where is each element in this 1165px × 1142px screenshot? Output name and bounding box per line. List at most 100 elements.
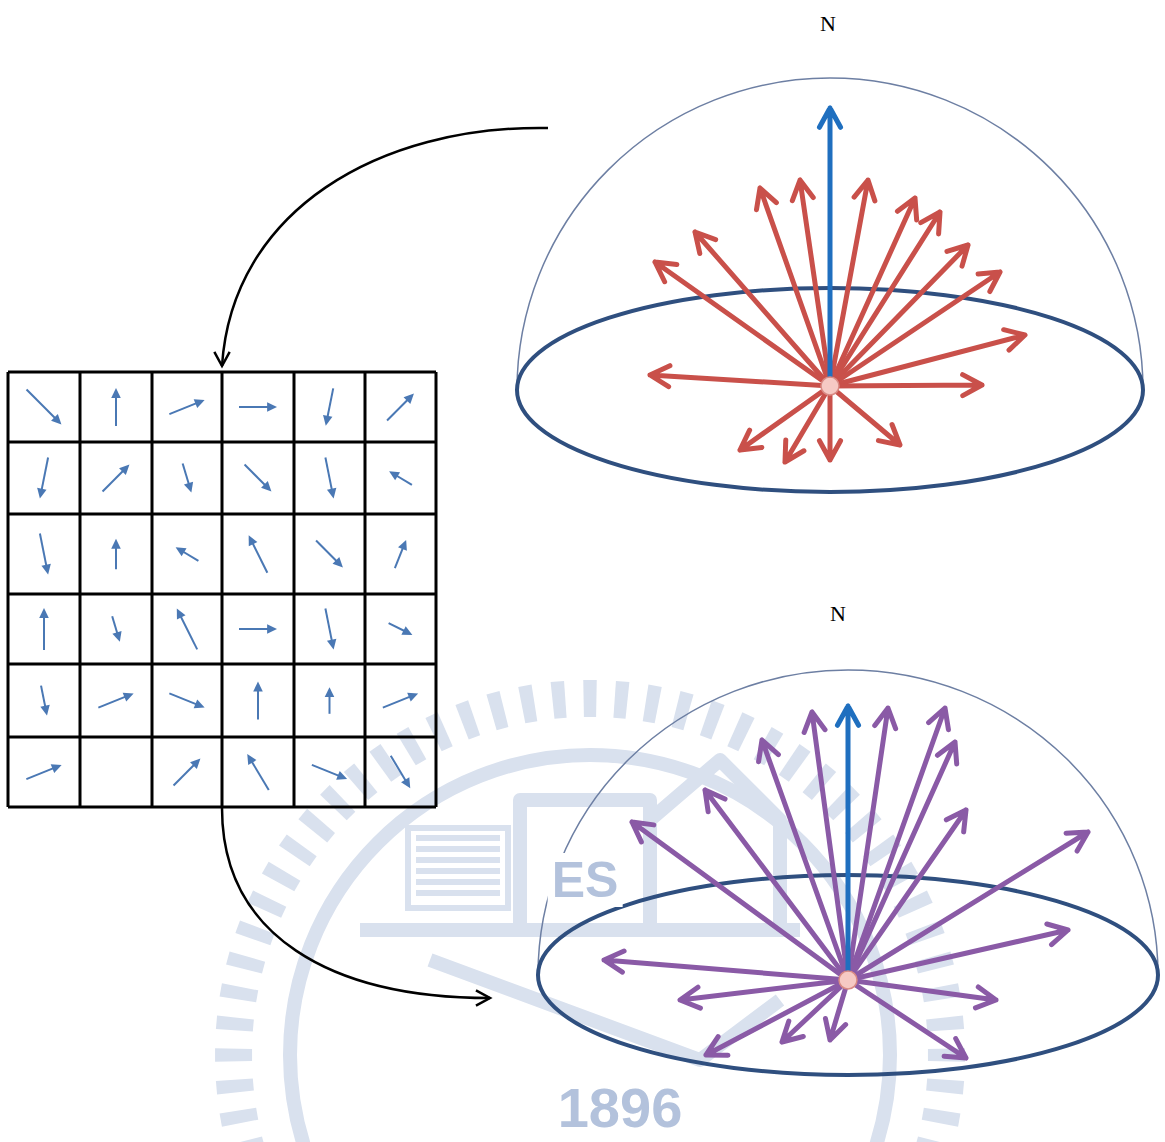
- vector-shaft: [327, 388, 333, 419]
- logo-ring-dash: [551, 681, 567, 719]
- logo-stripe: [416, 890, 500, 896]
- logo-ring-dash: [518, 685, 537, 724]
- direction-arrow: [830, 375, 982, 396]
- direction-arrow: [848, 980, 966, 1058]
- direction-arrow: [792, 180, 830, 386]
- grid-line: [79, 372, 82, 807]
- vector-shaft: [245, 465, 268, 488]
- origin-point: [821, 377, 839, 395]
- vector-shaft: [316, 541, 339, 564]
- vector-head: [401, 626, 412, 635]
- logo-ring-dash: [583, 680, 597, 717]
- logo-ring-dash: [226, 951, 265, 973]
- direction-arrow: [804, 712, 848, 980]
- logo-stripe: [416, 857, 500, 863]
- vector-head: [184, 482, 193, 493]
- logo-ring-dash: [220, 1108, 259, 1127]
- direction-arrow: [604, 951, 848, 980]
- vector-shaft: [115, 394, 117, 426]
- vector-head: [111, 539, 121, 549]
- vector-head: [112, 631, 121, 642]
- vector-shaft: [169, 402, 199, 414]
- vector-shaft: [98, 696, 128, 708]
- logo-ring-dash: [344, 763, 378, 800]
- origin-point: [839, 971, 857, 989]
- grid-line: [8, 441, 436, 444]
- logo-stripe: [416, 879, 500, 885]
- hemisphere-dome: [517, 78, 1143, 390]
- vector-head: [323, 415, 332, 426]
- flow-head: [214, 352, 229, 366]
- logo-ring-dash: [226, 1137, 265, 1142]
- vector-shaft: [103, 469, 126, 492]
- vector-shaft: [257, 688, 259, 720]
- vector-shaft: [387, 398, 410, 421]
- vector-head: [389, 471, 400, 480]
- grid-line: [221, 372, 224, 807]
- grid-line: [151, 372, 154, 807]
- direction-arrow: [830, 330, 1025, 386]
- grid-line: [8, 736, 436, 739]
- vector-head: [404, 394, 414, 404]
- vector-shaft: [169, 693, 199, 705]
- axis-label: N: [826, 601, 850, 627]
- logo-ring-dash: [279, 834, 317, 866]
- logo-ring-dash: [215, 1048, 252, 1062]
- logo-stripe: [416, 835, 500, 841]
- vector-head: [194, 699, 205, 708]
- normal-arrow: [819, 108, 840, 386]
- grid-line: [8, 593, 436, 596]
- direction-arrow: [655, 262, 830, 386]
- logo-tower: [360, 760, 800, 1060]
- logo-ring-dash: [216, 1016, 254, 1032]
- direction-arrow: [706, 980, 848, 1055]
- direction-arrow: [782, 980, 848, 1042]
- vector-shaft: [239, 406, 271, 408]
- watermark-text: ES: [548, 853, 623, 907]
- direction-arrow: [632, 822, 848, 980]
- vector-shaft: [26, 767, 56, 779]
- logo-ring-dash: [486, 691, 508, 730]
- vector-shaft: [325, 458, 332, 493]
- grid-line: [435, 372, 438, 807]
- vector-head: [177, 609, 186, 620]
- vector-head: [407, 693, 418, 702]
- grid-line: [8, 513, 436, 516]
- direction-arrow: [848, 924, 1068, 980]
- logo-ring-dash: [643, 685, 662, 724]
- direction-arrow: [848, 810, 966, 980]
- logo-ring-dash: [926, 1016, 964, 1032]
- flow-curve: [222, 128, 548, 366]
- vector-head: [401, 777, 410, 788]
- logo-ring-dash: [216, 1078, 254, 1094]
- direction-arrow: [759, 740, 848, 980]
- watermark-year: 1896: [554, 1078, 687, 1138]
- logo-ring-dash: [700, 700, 725, 739]
- axis-label: N: [816, 11, 840, 37]
- flow-curve: [222, 808, 490, 998]
- vector-shaft: [312, 765, 342, 777]
- direction-arrow: [756, 188, 830, 386]
- vector-head: [267, 402, 277, 412]
- vector-head: [247, 754, 256, 765]
- logo-ring-dash: [915, 1137, 954, 1142]
- vector-head: [325, 687, 335, 697]
- grid-line: [8, 663, 436, 666]
- logo-ring-dash: [825, 785, 860, 820]
- vector-head: [119, 465, 129, 475]
- vector-head: [176, 547, 187, 556]
- grid-line: [364, 372, 367, 807]
- direction-arrow: [830, 386, 900, 445]
- vector-shaft: [41, 458, 48, 493]
- vector-head: [51, 414, 61, 424]
- vector-head: [336, 771, 347, 780]
- vector-shaft: [239, 628, 271, 630]
- vector-head: [51, 764, 62, 773]
- logo-ring-dash: [672, 691, 694, 730]
- direction-arrow: [650, 366, 830, 387]
- logo-block: [408, 828, 508, 908]
- logo-ring-dash: [220, 983, 259, 1002]
- direction-arrow: [848, 832, 1088, 980]
- direction-arrow: [785, 386, 830, 462]
